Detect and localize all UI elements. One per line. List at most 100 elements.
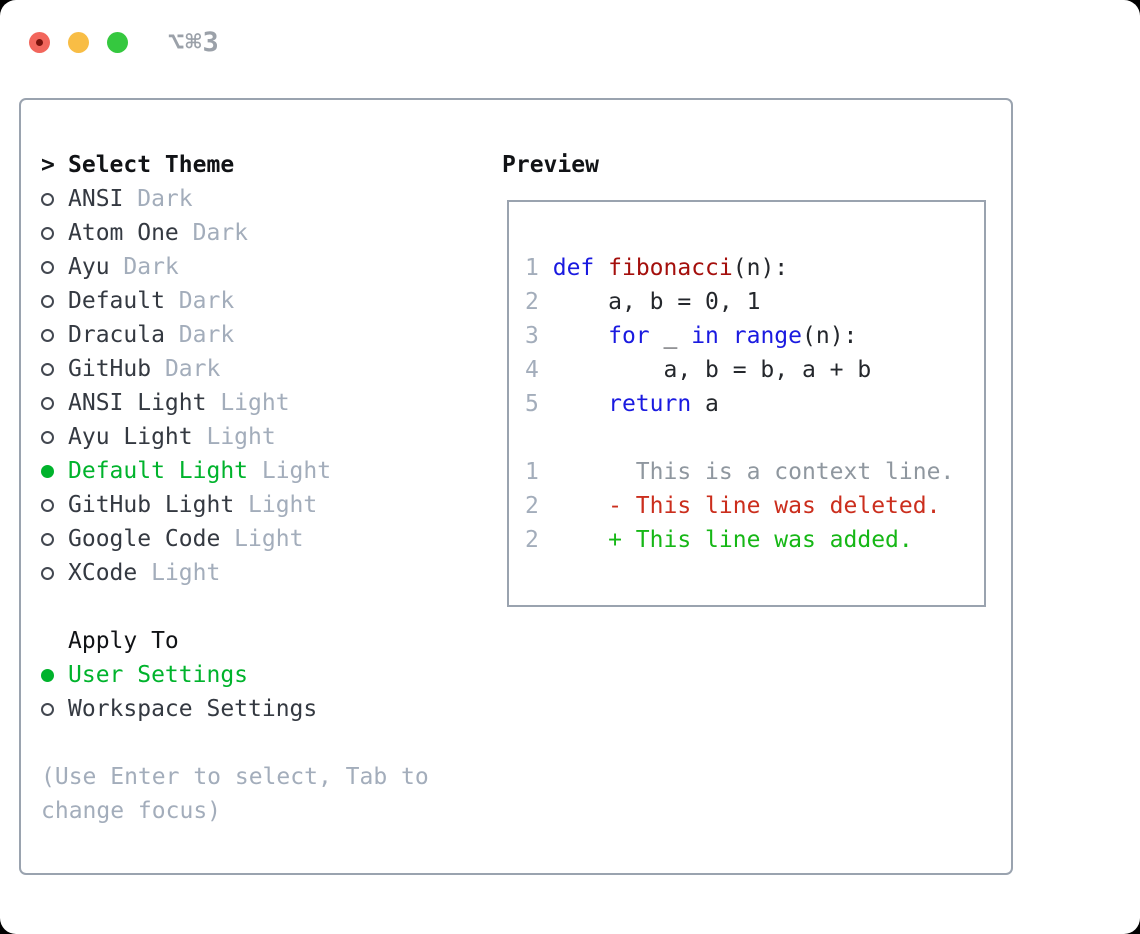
code-line: 2 a, b = 0, 1	[525, 285, 984, 319]
theme-name: Default	[68, 288, 165, 314]
theme-variant: Light	[192, 424, 276, 450]
radio-circle	[41, 328, 54, 342]
theme-variant: Dark	[178, 220, 249, 246]
theme-option[interactable]: ANSI Light Light	[41, 386, 429, 420]
theme-option[interactable]: GitHub Dark	[41, 352, 429, 386]
code-token: + This line was added.	[608, 527, 913, 553]
radio-icon	[41, 260, 68, 274]
line-number: 2	[525, 289, 539, 315]
apply-to-label: User Settings	[68, 662, 249, 688]
theme-name: Ayu	[68, 254, 110, 280]
radio-circle	[41, 464, 54, 478]
theme-name: XCode	[68, 560, 138, 586]
theme-variant: Light	[137, 560, 221, 586]
theme-option[interactable]: Ayu Light Light	[41, 420, 429, 454]
radio-circle	[41, 532, 54, 546]
apply-to-title-row: Apply To	[41, 624, 429, 658]
theme-name: Atom One	[68, 220, 179, 246]
theme-option[interactable]: ANSI Dark	[41, 182, 429, 216]
theme-name: Google Code	[68, 526, 221, 552]
theme-variant: Light	[206, 390, 290, 416]
line-number: 2	[525, 493, 539, 519]
theme-name: GitHub Light	[68, 492, 235, 518]
code-token: fibonacci	[608, 255, 733, 281]
code-token	[539, 255, 553, 281]
code-line: 4 a, b = b, a + b	[525, 353, 984, 387]
titlebar: ⌥⌘3	[29, 27, 220, 58]
code-token	[539, 323, 608, 349]
help-text-line-2: change focus)	[41, 798, 222, 824]
code-token: def	[552, 255, 595, 281]
code-token	[594, 255, 608, 281]
theme-name: Ayu Light	[68, 424, 193, 450]
apply-to-option[interactable]: Workspace Settings	[41, 692, 429, 726]
theme-option[interactable]: Default Dark	[41, 284, 429, 318]
radio-circle	[41, 702, 54, 716]
radio-icon	[41, 430, 68, 444]
line-number: 3	[525, 323, 539, 349]
select-theme-title-row: > Select Theme	[41, 148, 429, 182]
apply-to-option[interactable]: User Settings	[41, 658, 429, 692]
code-token: in	[691, 323, 719, 349]
theme-option[interactable]: Dracula Dark	[41, 318, 429, 352]
radio-circle	[41, 566, 54, 580]
radio-circle	[41, 430, 54, 444]
radio-icon	[41, 702, 68, 716]
code-token	[539, 391, 608, 417]
code-token: (n):	[802, 323, 858, 349]
theme-variant: Dark	[164, 322, 235, 348]
close-button[interactable]	[29, 32, 50, 53]
code-token: for	[608, 323, 650, 349]
theme-variant: Dark	[164, 288, 235, 314]
radio-icon	[41, 226, 68, 240]
code-token	[539, 527, 608, 553]
theme-option[interactable]: Default Light Light	[41, 454, 429, 488]
theme-variant: Light	[220, 526, 304, 552]
line-number: 5	[525, 391, 539, 417]
radio-icon	[41, 396, 68, 410]
radio-circle	[41, 294, 54, 308]
theme-name: GitHub	[68, 356, 152, 382]
radio-icon	[41, 532, 68, 546]
zoom-button[interactable]	[107, 32, 128, 53]
theme-option[interactable]: XCode Light	[41, 556, 429, 590]
code-line	[525, 421, 984, 455]
line-number: 1	[525, 255, 539, 281]
radio-icon	[41, 192, 68, 206]
code-token	[719, 323, 733, 349]
theme-option[interactable]: Google Code Light	[41, 522, 429, 556]
apply-to-label: Workspace Settings	[68, 696, 318, 722]
code-token: _	[649, 323, 692, 349]
theme-option[interactable]: Ayu Dark	[41, 250, 429, 284]
code-token: (n):	[732, 255, 789, 281]
spacer	[41, 726, 429, 760]
radio-icon	[41, 498, 68, 512]
code-token: return	[608, 391, 692, 417]
radio-circle	[41, 668, 54, 682]
theme-variant: Dark	[151, 356, 221, 382]
radio-icon	[41, 566, 68, 580]
code-line: 1 def fibonacci(n):	[525, 251, 984, 285]
cursor-icon: >	[41, 152, 55, 178]
line-number: 1	[525, 459, 539, 485]
code-token: range	[732, 323, 803, 349]
theme-option[interactable]: Atom One Dark	[41, 216, 429, 250]
select-theme-title: Select Theme	[68, 152, 235, 178]
code-token	[539, 493, 608, 519]
radio-circle	[41, 396, 54, 410]
code-token: a, b = b, a + b	[538, 357, 872, 383]
radio-circle	[41, 498, 54, 512]
theme-variant: Light	[234, 492, 318, 518]
apply-to-title: Apply To	[68, 628, 179, 654]
theme-name: Dracula	[68, 322, 165, 348]
minimize-button[interactable]	[68, 32, 89, 53]
radio-circle	[41, 362, 54, 376]
theme-variant: Light	[248, 458, 332, 484]
theme-variant: Dark	[123, 186, 193, 212]
theme-option[interactable]: GitHub Light Light	[41, 488, 429, 522]
line-number: 4	[525, 357, 539, 383]
